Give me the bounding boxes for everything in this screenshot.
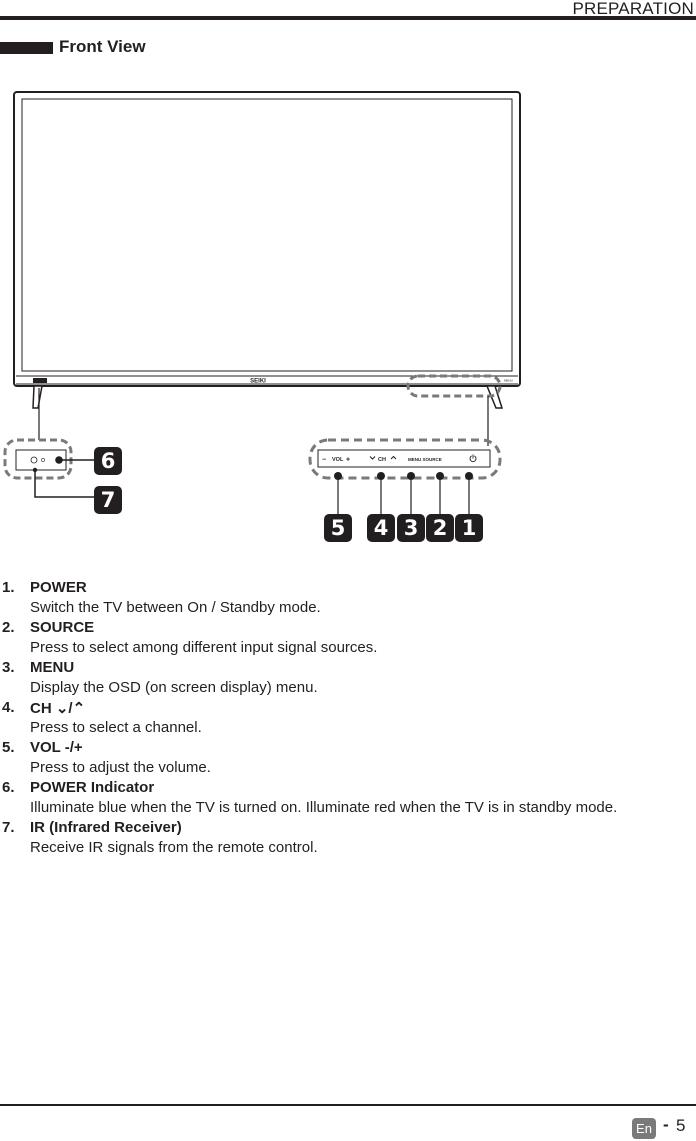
item-number: 5. <box>2 739 15 756</box>
svg-text:6: 6 <box>101 449 116 473</box>
item-label: VOL -/+ <box>30 739 83 756</box>
right-stand <box>485 385 504 409</box>
header-section-title: PREPARATION <box>572 0 694 18</box>
panel-power-icon <box>469 454 477 463</box>
tv-front-view-diagram: SEIKI MENU 6 7 − VOL + CH MENU SOURCE <box>3 91 521 542</box>
callout-6: 6 <box>94 447 122 475</box>
svg-text:4: 4 <box>374 516 389 540</box>
tv-brand-logo: SEIKI <box>250 379 266 385</box>
button-panel-zoom <box>308 438 502 480</box>
callout-7: 7 <box>94 486 122 514</box>
item-label: CH ⌄/⌃ <box>30 700 86 717</box>
page-dash: - <box>663 1115 669 1134</box>
panel-vol-label: VOL <box>332 457 344 463</box>
left-stand <box>32 385 43 409</box>
page-number: 5 <box>676 1116 686 1135</box>
tv-button-labels-small: MENU <box>504 379 513 383</box>
item-number: 4. <box>2 699 15 716</box>
ir-receiver-icon <box>30 456 38 464</box>
item-number: 7. <box>2 819 15 836</box>
indicator-ir-zoom <box>3 438 73 480</box>
callout-4: 4 <box>367 514 395 542</box>
panel-ch-up-icon <box>390 455 397 460</box>
callout-2: 2 <box>426 514 454 542</box>
panel-menu-source-label: MENU SOURCE <box>408 457 442 462</box>
list-item: 7. IR (Infrared Receiver) Receive IR sig… <box>0 819 696 859</box>
item-number: 6. <box>2 779 15 796</box>
svg-text:7: 7 <box>101 488 116 512</box>
callout-5: 5 <box>324 514 352 542</box>
svg-text:2: 2 <box>433 516 448 540</box>
item-description: Switch the TV between On / Standby mode. <box>30 599 321 616</box>
callout-3: 3 <box>397 514 425 542</box>
item-number: 3. <box>2 659 15 676</box>
section-marker-bar <box>0 42 53 54</box>
panel-vol-plus: + <box>346 457 350 464</box>
item-number: 1. <box>2 579 15 596</box>
panel-vol-minus: − <box>322 457 326 464</box>
item-label: POWER <box>30 579 87 596</box>
language-badge: En <box>632 1118 656 1139</box>
tv-screen <box>21 98 513 372</box>
section-title: Front View <box>59 37 146 56</box>
list-item: 2. SOURCE Press to select among differen… <box>0 619 696 659</box>
power-indicator-dot <box>55 456 63 464</box>
item-label: POWER Indicator <box>30 779 155 796</box>
item-description: Press to adjust the volume. <box>30 759 211 776</box>
item-label: IR (Infrared Receiver) <box>30 819 182 836</box>
item-description: Press to select a channel. <box>30 719 202 736</box>
item-label: MENU <box>30 659 75 676</box>
power-indicator-led-icon <box>41 458 45 462</box>
button-panel <box>317 449 491 468</box>
feature-list: 1. POWER Switch the TV between On / Stan… <box>0 579 696 859</box>
list-item: 6. POWER Indicator Illuminate blue when … <box>0 779 696 819</box>
item-label: SOURCE <box>30 619 95 636</box>
footer-rule <box>0 1104 696 1106</box>
list-item: 4. CH ⌄/⌃ Press to select a channel. <box>0 699 696 739</box>
svg-text:5: 5 <box>331 516 346 540</box>
item-description: Receive IR signals from the remote contr… <box>30 839 318 856</box>
panel-ch-label: CH <box>378 457 386 463</box>
item-number: 2. <box>2 619 15 636</box>
callout-1: 1 <box>455 514 483 542</box>
item-description: Illuminate blue when the TV is turned on… <box>30 799 618 816</box>
front-sensor-window <box>33 378 47 383</box>
button-area-highlight <box>406 374 502 398</box>
item-description: Display the OSD (on screen display) menu… <box>30 679 318 696</box>
ir-dot <box>32 467 38 473</box>
item-description: Press to select among different input si… <box>30 639 378 656</box>
list-item: 1. POWER Switch the TV between On / Stan… <box>0 579 696 619</box>
list-item: 5. VOL -/+ Press to adjust the volume. <box>0 739 696 779</box>
svg-text:3: 3 <box>404 516 419 540</box>
svg-text:1: 1 <box>462 516 477 540</box>
header-rule <box>0 16 696 20</box>
list-item: 3. MENU Display the OSD (on screen displ… <box>0 659 696 699</box>
panel-ch-down-icon <box>369 456 376 460</box>
